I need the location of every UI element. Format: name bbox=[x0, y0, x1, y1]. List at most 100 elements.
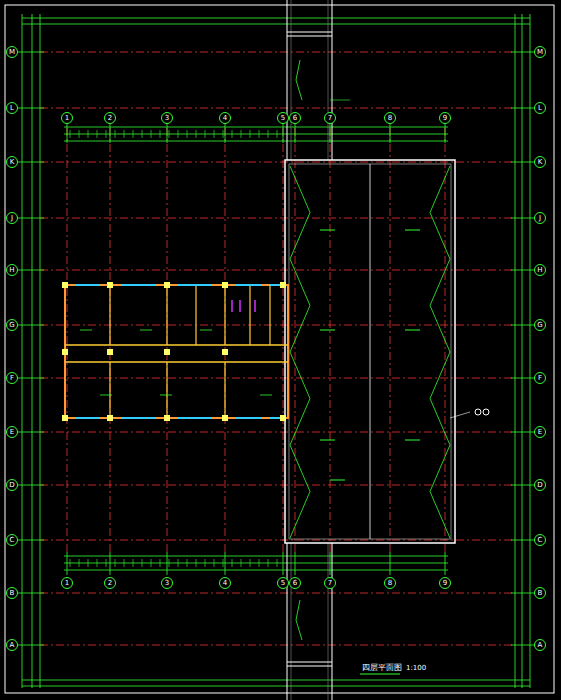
dimension-tick bbox=[151, 559, 152, 567]
dimension-tick bbox=[511, 270, 536, 271]
dimension-tick bbox=[133, 559, 134, 567]
column bbox=[107, 349, 113, 355]
axis-line bbox=[40, 52, 515, 53]
dimension-line bbox=[64, 556, 448, 557]
axis-bubble: H bbox=[534, 264, 546, 276]
window bbox=[122, 417, 155, 419]
dimension-tick bbox=[205, 559, 206, 567]
dimension-line bbox=[64, 141, 448, 142]
axis-line bbox=[40, 485, 515, 486]
axis-line bbox=[330, 128, 331, 552]
corridor-wall bbox=[287, 543, 288, 700]
column bbox=[222, 282, 228, 288]
slope-arrow bbox=[405, 440, 420, 441]
axis-bubble: D bbox=[534, 479, 546, 491]
dimension-tick bbox=[259, 130, 260, 138]
dimension-tick bbox=[142, 559, 143, 567]
axis-bubble: G bbox=[534, 319, 546, 331]
dimension-tick bbox=[445, 552, 446, 575]
corridor-wall bbox=[332, 543, 333, 700]
axis-bubble: K bbox=[6, 156, 18, 168]
window bbox=[75, 417, 100, 419]
dimension-line bbox=[64, 134, 448, 135]
dimension-line bbox=[22, 14, 23, 688]
dimension-tick bbox=[511, 52, 536, 53]
axis-bubble: A bbox=[534, 639, 546, 651]
fixture bbox=[239, 300, 241, 312]
dimension-line bbox=[22, 24, 530, 25]
dimension-tick bbox=[511, 218, 536, 219]
axis-bubble: C bbox=[6, 534, 18, 546]
corridor-wall bbox=[328, 543, 329, 700]
corridor-wall bbox=[287, 0, 288, 160]
dimension-tick bbox=[250, 559, 251, 567]
dimension-tick bbox=[133, 130, 134, 138]
corridor-wall bbox=[291, 0, 292, 160]
window bbox=[75, 284, 100, 286]
dimension-tick bbox=[18, 378, 44, 379]
slope-arrow bbox=[330, 480, 345, 481]
axis-bubble: J bbox=[534, 212, 546, 224]
column bbox=[62, 349, 68, 355]
drain-symbol bbox=[483, 409, 489, 415]
dimension-tick bbox=[18, 593, 44, 594]
slope-arrow bbox=[320, 440, 335, 441]
room-mark bbox=[200, 330, 212, 331]
dimension-tick bbox=[214, 559, 215, 567]
dimension-tick bbox=[241, 559, 242, 567]
window bbox=[122, 284, 155, 286]
partition-wall bbox=[224, 285, 225, 345]
axis-line bbox=[40, 325, 515, 326]
partition-wall bbox=[166, 362, 167, 418]
dimension-tick bbox=[124, 130, 125, 138]
axis-line bbox=[40, 378, 515, 379]
axis-bubble: 8 bbox=[384, 577, 396, 589]
dimension-tick bbox=[110, 122, 111, 143]
room-mark bbox=[160, 395, 172, 396]
dimension-line bbox=[22, 680, 530, 681]
column bbox=[62, 415, 68, 421]
dimension-tick bbox=[79, 559, 80, 567]
dimension-line bbox=[22, 18, 530, 19]
corridor-edge bbox=[287, 36, 332, 37]
dimension-tick bbox=[232, 130, 233, 138]
dimension-tick bbox=[223, 130, 224, 138]
dimension-tick bbox=[268, 130, 269, 138]
dimension-tick bbox=[277, 559, 278, 567]
partition-wall bbox=[166, 285, 167, 345]
dimension-tick bbox=[79, 130, 80, 138]
slope-arrow bbox=[405, 330, 420, 331]
dimension-tick bbox=[196, 559, 197, 567]
axis-bubble: F bbox=[534, 372, 546, 384]
axis-bubble: E bbox=[6, 426, 18, 438]
dimension-tick bbox=[18, 162, 44, 163]
dimension-tick bbox=[295, 552, 296, 575]
axis-bubble: B bbox=[6, 587, 18, 599]
dimension-line bbox=[40, 14, 41, 688]
dimension-tick bbox=[178, 130, 179, 138]
column bbox=[280, 282, 286, 288]
axis-bubble: L bbox=[6, 102, 18, 114]
axis-bubble: L bbox=[534, 102, 546, 114]
column bbox=[107, 415, 113, 421]
dimension-tick bbox=[511, 540, 536, 541]
axis-line bbox=[225, 128, 226, 552]
dimension-line bbox=[64, 127, 448, 128]
axis-bubble: 8 bbox=[384, 112, 396, 124]
dimension-tick bbox=[67, 552, 68, 575]
axis-bubble: 1 bbox=[61, 112, 73, 124]
dimension-tick bbox=[70, 130, 71, 138]
sheet-frame bbox=[5, 5, 554, 693]
dimension-tick bbox=[196, 130, 197, 138]
dimension-tick bbox=[225, 122, 226, 143]
title-underline bbox=[360, 674, 400, 675]
dimension-line bbox=[522, 14, 523, 688]
window bbox=[235, 284, 262, 286]
partition-wall bbox=[109, 285, 110, 345]
partition-wall bbox=[249, 285, 250, 345]
dimension-tick bbox=[18, 645, 44, 646]
dimension-tick bbox=[445, 122, 446, 143]
window bbox=[178, 284, 212, 286]
axis-line bbox=[40, 593, 515, 594]
